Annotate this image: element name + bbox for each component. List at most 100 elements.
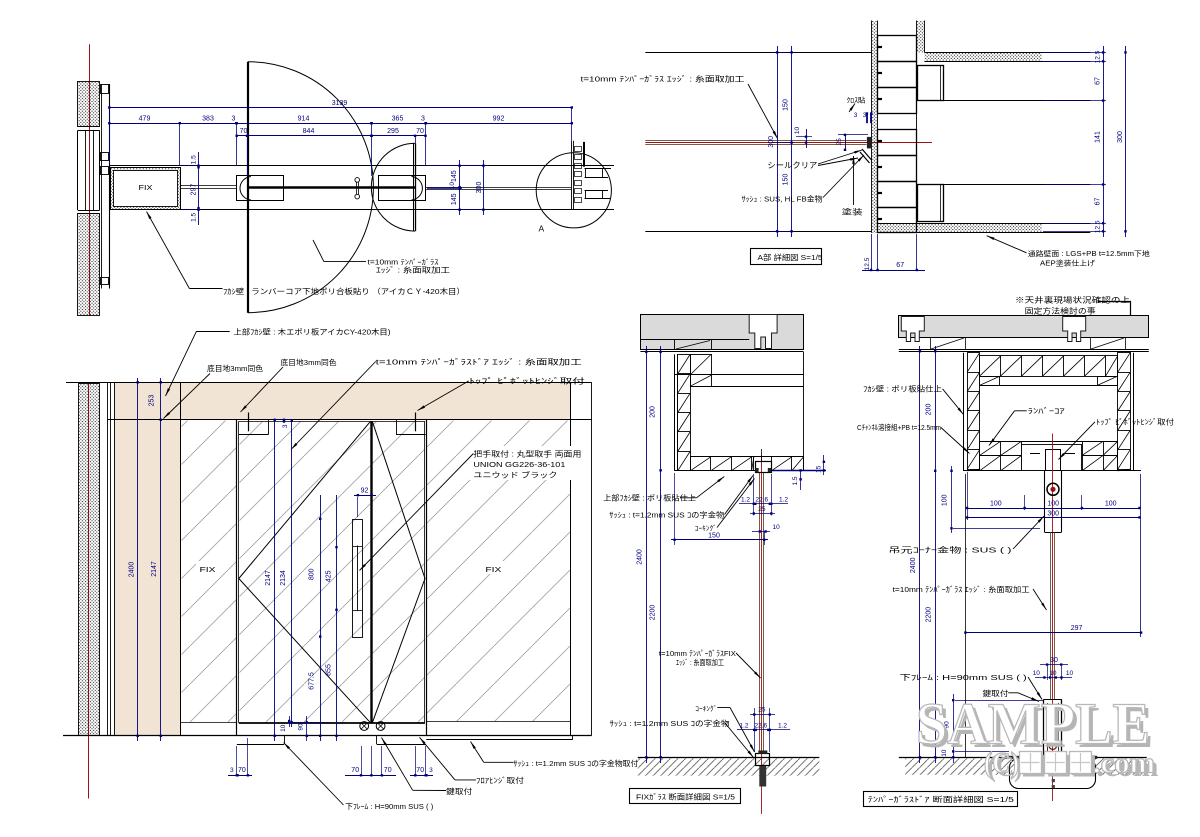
svg-text:1.2: 1.2 <box>741 497 750 504</box>
svg-text:ﾌｶｼ壁 : ポリ板貼仕上: ﾌｶｼ壁 : ポリ板貼仕上 <box>863 383 943 393</box>
svg-text:ｴｯｼﾞ : 糸面取加工: ｴｯｼﾞ : 糸面取加工 <box>376 265 451 275</box>
svg-text:ｺｰｷﾝｸﾞ: ｺｰｷﾝｸﾞ <box>695 705 717 713</box>
svg-text:2400: 2400 <box>637 549 644 565</box>
svg-text:FIXｶﾞﾗｽ 断面詳細図 S=1/5: FIXｶﾞﾗｽ 断面詳細図 S=1/5 <box>636 791 735 801</box>
svg-text:ｻｯｼｭ : t=1.2mm SUS ｺの字金物: ｻｯｼｭ : t=1.2mm SUS ｺの字金物 <box>610 718 731 728</box>
svg-text:ﾄｯﾌﾟ ﾋﾟﾎﾞｯﾄﾋﾝｼﾞ取付: ﾄｯﾌﾟ ﾋﾟﾎﾞｯﾄﾋﾝｼﾞ取付 <box>1096 416 1175 426</box>
svg-text:2400: 2400 <box>129 562 136 578</box>
svg-text:シールクリア: シールクリア <box>767 161 817 170</box>
svg-text:914: 914 <box>298 116 310 123</box>
svg-text:ｴｯｼﾞ : 糸面取加工: ｴｯｼﾞ : 糸面取加工 <box>676 657 724 667</box>
svg-text:通路壁面 : LGS+PB t=12.5mm下地: 通路壁面 : LGS+PB t=12.5mm下地 <box>1028 249 1150 258</box>
svg-text:992: 992 <box>493 116 505 123</box>
svg-text:t=10mm ﾃﾝﾊﾟｰｶﾞﾗｽ ｴｯｼﾞ : 糸面取加工: t=10mm ﾃﾝﾊﾟｰｶﾞﾗｽ ｴｯｼﾞ : 糸面取加工 <box>893 584 1031 594</box>
svg-text:200: 200 <box>926 404 933 416</box>
svg-text:70: 70 <box>351 767 359 774</box>
svg-text:15: 15 <box>815 465 822 473</box>
svg-text:70: 70 <box>416 767 424 774</box>
svg-text:479: 479 <box>139 116 151 123</box>
svg-text:800: 800 <box>309 568 316 580</box>
svg-text:.com: .com <box>1093 747 1155 780</box>
svg-text:3: 3 <box>421 116 425 123</box>
svg-text:12.5: 12.5 <box>1095 50 1102 63</box>
svg-text:10: 10 <box>280 724 287 732</box>
svg-text:300: 300 <box>476 182 483 194</box>
svg-text:ｻｯｼｭ : t=1.2mm SUS ｺの字金物取付: ｻｯｼｭ : t=1.2mm SUS ｺの字金物取付 <box>513 758 639 768</box>
svg-text:t=10mm ﾃﾝﾊﾟｰｶﾞﾗｽ ｴｯｼﾞ : 糸面取加工: t=10mm ﾃﾝﾊﾟｰｶﾞﾗｽ ｴｯｼﾞ : 糸面取加工 <box>581 74 746 84</box>
svg-text:t=10mm ﾃﾝﾊﾟｰｶﾞﾗｽﾄﾞｱ ｴｯｼﾞ : 糸面: t=10mm ﾃﾝﾊﾟｰｶﾞﾗｽﾄﾞｱ ｴｯｼﾞ : 糸面取加工 <box>376 356 583 366</box>
svg-text:※天井裏現場状況確認の上: ※天井裏現場状況確認の上 <box>1015 295 1131 305</box>
svg-text:12.5: 12.5 <box>1095 220 1102 233</box>
svg-text:297: 297 <box>191 184 198 196</box>
svg-text:10: 10 <box>794 127 801 135</box>
svg-text:A部 詳細図 S=1/5: A部 詳細図 S=1/5 <box>758 252 823 262</box>
svg-text:1.5: 1.5 <box>191 213 198 222</box>
svg-text:100: 100 <box>990 500 1002 507</box>
svg-text:FIX: FIX <box>200 565 216 574</box>
svg-text:ｺｰｷﾝｸﾞ: ｺｰｷﾝｸﾞ <box>695 525 717 533</box>
svg-text:t=10mm ﾃﾝﾊﾟｰｶﾞﾗｽFIX: t=10mm ﾃﾝﾊﾟｰｶﾞﾗｽFIX <box>659 649 736 658</box>
svg-text:70: 70 <box>384 767 392 774</box>
svg-text:30: 30 <box>1050 657 1058 664</box>
svg-text:10: 10 <box>1049 670 1057 677</box>
svg-text:145: 145 <box>451 193 458 205</box>
svg-text:365: 365 <box>392 116 404 123</box>
svg-text:2147: 2147 <box>265 570 272 586</box>
svg-text:141: 141 <box>1095 131 1102 143</box>
svg-text:SAMPLE: SAMPLE <box>916 691 1150 757</box>
svg-text:下ﾌﾚｰﾑ : H=90mm SUS ( ): 下ﾌﾚｰﾑ : H=90mm SUS ( ) <box>900 673 1028 682</box>
svg-text:ﾗﾝﾊﾞｰｺｱ: ﾗﾝﾊﾞｰｺｱ <box>1028 407 1065 416</box>
svg-text:855: 855 <box>326 664 333 676</box>
svg-text:t=10mm ﾃﾝﾊﾟｰｶﾞﾗｽ: t=10mm ﾃﾝﾊﾟｰｶﾞﾗｽ <box>368 258 440 266</box>
svg-text:1.2: 1.2 <box>778 722 787 729</box>
svg-text:2134: 2134 <box>280 570 287 586</box>
svg-text:10: 10 <box>1066 670 1074 677</box>
svg-text:70: 70 <box>240 128 248 135</box>
svg-text:67: 67 <box>1095 77 1102 85</box>
svg-text:22.6: 22.6 <box>756 497 769 504</box>
svg-text:295: 295 <box>387 128 399 135</box>
svg-text:70: 70 <box>238 767 246 774</box>
svg-text:3139: 3139 <box>332 100 348 107</box>
svg-text:ﾌｶｼ壁 : ランバーコア下地ポリ合板貼り （アイカＣＹ-4: ﾌｶｼ壁 : ランバーコア下地ポリ合板貼り （アイカＣＹ-420木目） <box>223 286 465 296</box>
svg-text:ｻｯｼｭ : t=1.2mm SUS ｺの字金物: ｻｯｼｭ : t=1.2mm SUS ｺの字金物 <box>609 510 725 520</box>
svg-text:200: 200 <box>650 406 657 418</box>
svg-text:ﾄｯﾌﾟ ﾋﾟﾎﾞｯﾄﾋﾝｼﾞ取付: ﾄｯﾌﾟ ﾋﾟﾎﾞｯﾄﾋﾝｼﾞ取付 <box>469 375 586 385</box>
svg-text:100: 100 <box>942 494 949 506</box>
svg-text:677.5: 677.5 <box>309 672 316 690</box>
svg-text:(C): (C) <box>988 750 1023 783</box>
svg-text:150: 150 <box>782 99 789 111</box>
svg-text:145: 145 <box>451 170 458 182</box>
svg-text:12.5: 12.5 <box>864 257 871 270</box>
svg-text:吊元ｺｰﾅｰ金物 : SUS ( ): 吊元ｺｰﾅｰ金物 : SUS ( ) <box>888 544 1012 554</box>
svg-text:92: 92 <box>361 487 369 494</box>
svg-text:Cﾁｬﾝﾈﾙ溶接組+PB t=12.5mm: Cﾁｬﾝﾈﾙ溶接組+PB t=12.5mm <box>857 422 941 432</box>
svg-text:1.2: 1.2 <box>740 722 749 729</box>
svg-text:2400: 2400 <box>910 557 917 573</box>
svg-text:ﾌﾛｱﾋﾝｼﾞ取付: ﾌﾛｱﾋﾝｼﾞ取付 <box>476 775 525 785</box>
svg-text:上部ﾌｶｼ壁 : 木エポリ板アイカCY-420木目): 上部ﾌｶｼ壁 : 木エポリ板アイカCY-420木目) <box>234 327 392 337</box>
svg-text:(C): (C) <box>984 747 1019 780</box>
svg-text:10: 10 <box>773 524 781 531</box>
svg-text:150: 150 <box>782 174 789 186</box>
svg-text:3: 3 <box>232 116 236 123</box>
svg-text:固定方法検討の事: 固定方法検討の事 <box>1025 306 1097 316</box>
svg-text:22.6: 22.6 <box>755 722 768 729</box>
svg-text:10: 10 <box>941 749 948 757</box>
svg-text:UNION GG226-36-101: UNION GG226-36-101 <box>473 460 565 469</box>
svg-text:150: 150 <box>708 533 720 540</box>
svg-text:2147: 2147 <box>151 561 158 577</box>
svg-text:25: 25 <box>758 707 766 714</box>
svg-text:844: 844 <box>303 128 315 135</box>
svg-text:10: 10 <box>1033 670 1041 677</box>
svg-text:300: 300 <box>768 136 775 148</box>
svg-text:ｻｯｼｭ : SUS, HL FB金物: ｻｯｼｭ : SUS, HL FB金物 <box>742 194 824 204</box>
svg-text:底目地3mm同色: 底目地3mm同色 <box>281 357 338 367</box>
svg-text:FIX: FIX <box>139 183 153 192</box>
svg-text:ｸﾛｽ貼: ｸﾛｽ貼 <box>847 95 866 104</box>
svg-text:把手取付 : 丸型取手 両面用: 把手取付 : 丸型取手 両面用 <box>473 449 581 459</box>
svg-text:A: A <box>539 224 545 234</box>
svg-text:塗装: 塗装 <box>842 207 864 217</box>
svg-text:297: 297 <box>1071 625 1083 632</box>
svg-text:2200: 2200 <box>650 605 657 621</box>
